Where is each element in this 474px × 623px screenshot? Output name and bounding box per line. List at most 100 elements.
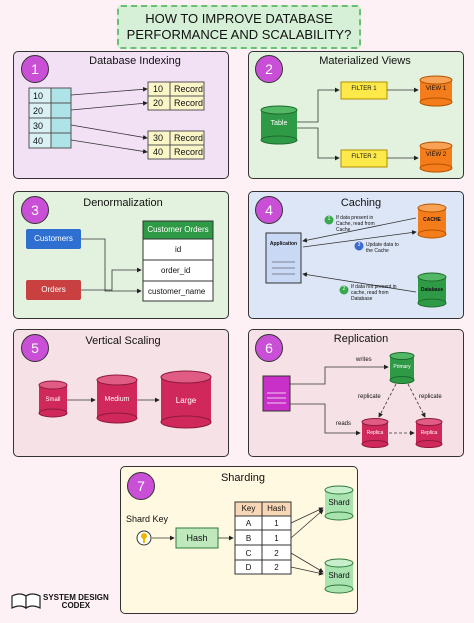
small-label: Small: [45, 397, 61, 403]
shard-2-cylinder: [324, 558, 354, 594]
sharding-title: Sharding: [220, 472, 266, 484]
cache-label: CACHE: [423, 217, 441, 223]
title-line-2: PERFORMANCE AND SCALABILITY?: [126, 27, 352, 42]
large-label: Large: [175, 396, 197, 405]
materialized-title: Materialized Views: [319, 55, 411, 67]
table-header-key: Key: [241, 504, 256, 513]
step-1-number: 1: [327, 216, 331, 222]
step-1-circle: [324, 215, 334, 225]
shard-key-label: Shard Key: [126, 514, 169, 524]
title-line-1: HOW TO IMPROVE DATABASE: [145, 11, 333, 26]
database-label: Database: [420, 287, 444, 293]
record-key-30: 30: [153, 133, 164, 143]
medium-cylinder: [96, 374, 138, 424]
index-key-30: 30: [33, 121, 44, 131]
customers-box: [26, 229, 81, 249]
vertical-title: Vertical Scaling: [85, 335, 161, 347]
medium-label: Medium: [104, 396, 130, 403]
record-label-30: Record: [174, 133, 204, 143]
filter-1-label: FILTER 1: [351, 86, 377, 92]
client-box: [262, 375, 291, 412]
denormalization-arrows: [81, 238, 142, 294]
customer-orders-body: [142, 238, 214, 302]
orders-box: [26, 280, 81, 300]
shard-2-label: Shard: [328, 571, 350, 580]
badge-6: 6: [255, 334, 283, 362]
badge-5: 5: [21, 334, 49, 362]
replica-1-cylinder: [361, 418, 389, 448]
row-b-key: B: [245, 534, 252, 543]
badge-4: 4: [255, 196, 283, 224]
step-2-number: 2: [342, 286, 346, 292]
step-3-text: Update data to the Cache: [366, 242, 399, 254]
replicate-right-label: replicate: [419, 394, 442, 400]
reads-label: reads: [336, 421, 352, 427]
customer-orders-label: Customer Orders: [147, 225, 209, 234]
application-label: Application: [269, 241, 298, 247]
small-cylinder: [38, 380, 68, 418]
row-b-hash: 1: [274, 534, 279, 543]
row-d-key: D: [245, 563, 252, 572]
record-key-20: 20: [153, 98, 164, 108]
shard-1-cylinder: [324, 485, 354, 521]
row-c-key: C: [245, 549, 252, 558]
logo-text: SYSTEM DESIGN CODEX: [43, 594, 109, 610]
row-c-hash: 2: [274, 549, 279, 558]
large-cylinder: [160, 370, 212, 429]
badge-1: 1: [21, 55, 49, 83]
badge-2: 2: [255, 55, 283, 83]
view-1-cylinder: [419, 75, 453, 107]
sharding-arrows: [152, 507, 324, 576]
step-3-circle: [354, 241, 364, 251]
record-label-40: Record: [174, 147, 204, 157]
database-cylinder: [417, 272, 447, 308]
record-label-10: Record: [174, 84, 204, 94]
step-2-text: If data not present in cache, read from …: [351, 284, 397, 302]
replica-1-label: Replica: [366, 430, 384, 436]
view-2-cylinder: [419, 141, 453, 173]
record-key-40: 40: [153, 147, 164, 157]
replica-2-cylinder: [415, 418, 443, 448]
record-label-20: Record: [174, 98, 204, 108]
row-a-hash: 1: [274, 519, 279, 528]
logo-line-2: CODEX: [61, 601, 91, 610]
writes-label: writes: [356, 357, 372, 363]
index-key-10: 10: [33, 91, 44, 101]
step-3-number: 3: [357, 242, 361, 248]
index-column: [28, 87, 72, 149]
customers-label: Customers: [34, 234, 73, 243]
hash-label: Hash: [186, 533, 208, 543]
application-box: [265, 232, 302, 284]
step-2-circle: [339, 285, 349, 295]
index-key-20: 20: [33, 106, 44, 116]
table-label: Table: [270, 120, 288, 127]
view-2-label: VIEW 2: [425, 152, 447, 158]
orders-label: Orders: [41, 285, 66, 294]
index-arrows: [70, 86, 148, 154]
replicate-left-label: replicate: [358, 394, 381, 400]
table-cylinder: [260, 105, 298, 145]
caching-arrows: [302, 217, 417, 293]
filter-2-label: FILTER 2: [351, 154, 377, 160]
indexing-title: Database Indexing: [89, 55, 181, 67]
logo-book-icon: [11, 593, 41, 610]
filter-1-box: [340, 81, 388, 100]
replication-arrows: [290, 364, 426, 436]
logo-line-1: SYSTEM DESIGN: [43, 593, 109, 602]
primary-label: Primary: [393, 364, 411, 370]
view-1-label: VIEW 1: [425, 86, 447, 92]
caching-title: Caching: [340, 197, 382, 209]
materialized-arrows: [297, 87, 419, 161]
row-d-hash: 2: [274, 563, 279, 572]
replication-title: Replication: [333, 333, 389, 345]
primary-cylinder: [389, 352, 415, 384]
index-key-40: 40: [33, 136, 44, 146]
badge-7: 7: [127, 472, 155, 500]
badge-3: 3: [21, 196, 49, 224]
record-block-bottom: [147, 130, 205, 160]
denormalization-title: Denormalization: [83, 197, 163, 209]
key-icon: [136, 530, 152, 546]
step-1-text: If data present in Cache, read from Cach…: [336, 215, 375, 233]
